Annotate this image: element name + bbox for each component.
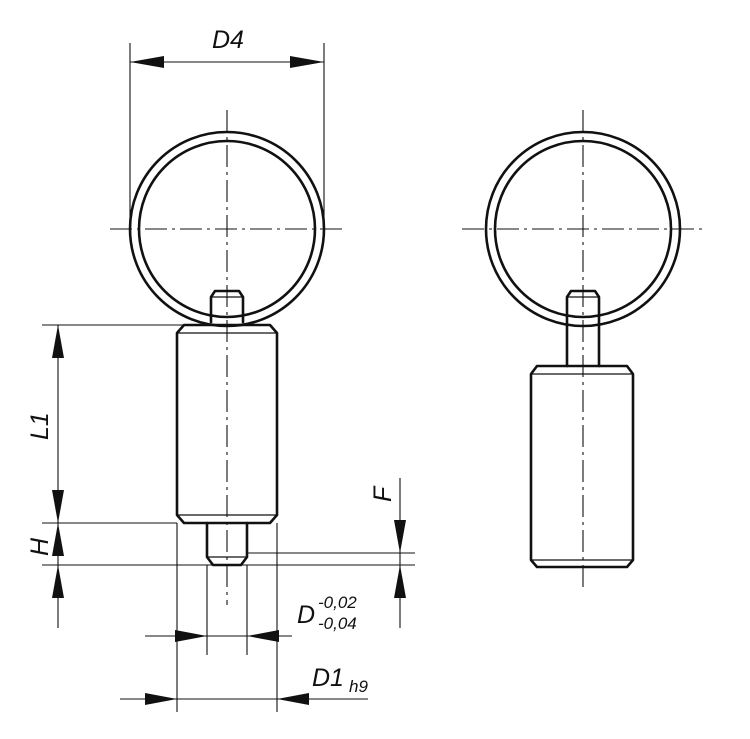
left-view	[110, 110, 345, 605]
label-h: H	[26, 537, 54, 556]
label-d-tolerance-lower: -0,04	[318, 614, 357, 633]
left-pin-head	[209, 289, 245, 324]
right-body	[529, 364, 635, 569]
right-pin	[565, 289, 601, 368]
label-d4: D4	[212, 26, 244, 54]
dimension-f	[247, 478, 415, 628]
label-l1: L1	[26, 412, 54, 440]
left-body	[175, 323, 279, 525]
right-view	[462, 110, 702, 590]
dimension-h	[42, 523, 415, 628]
dimension-l1	[42, 324, 208, 524]
dimension-d4	[129, 43, 325, 229]
label-f: F	[369, 485, 397, 502]
dimension-d	[145, 565, 292, 655]
label-d1: D1	[312, 664, 344, 692]
label-d1-tolerance: h9	[349, 677, 368, 696]
dimension-d1	[120, 523, 368, 712]
label-d: D	[297, 601, 315, 629]
label-d-tolerance-upper: -0,02	[318, 593, 357, 612]
